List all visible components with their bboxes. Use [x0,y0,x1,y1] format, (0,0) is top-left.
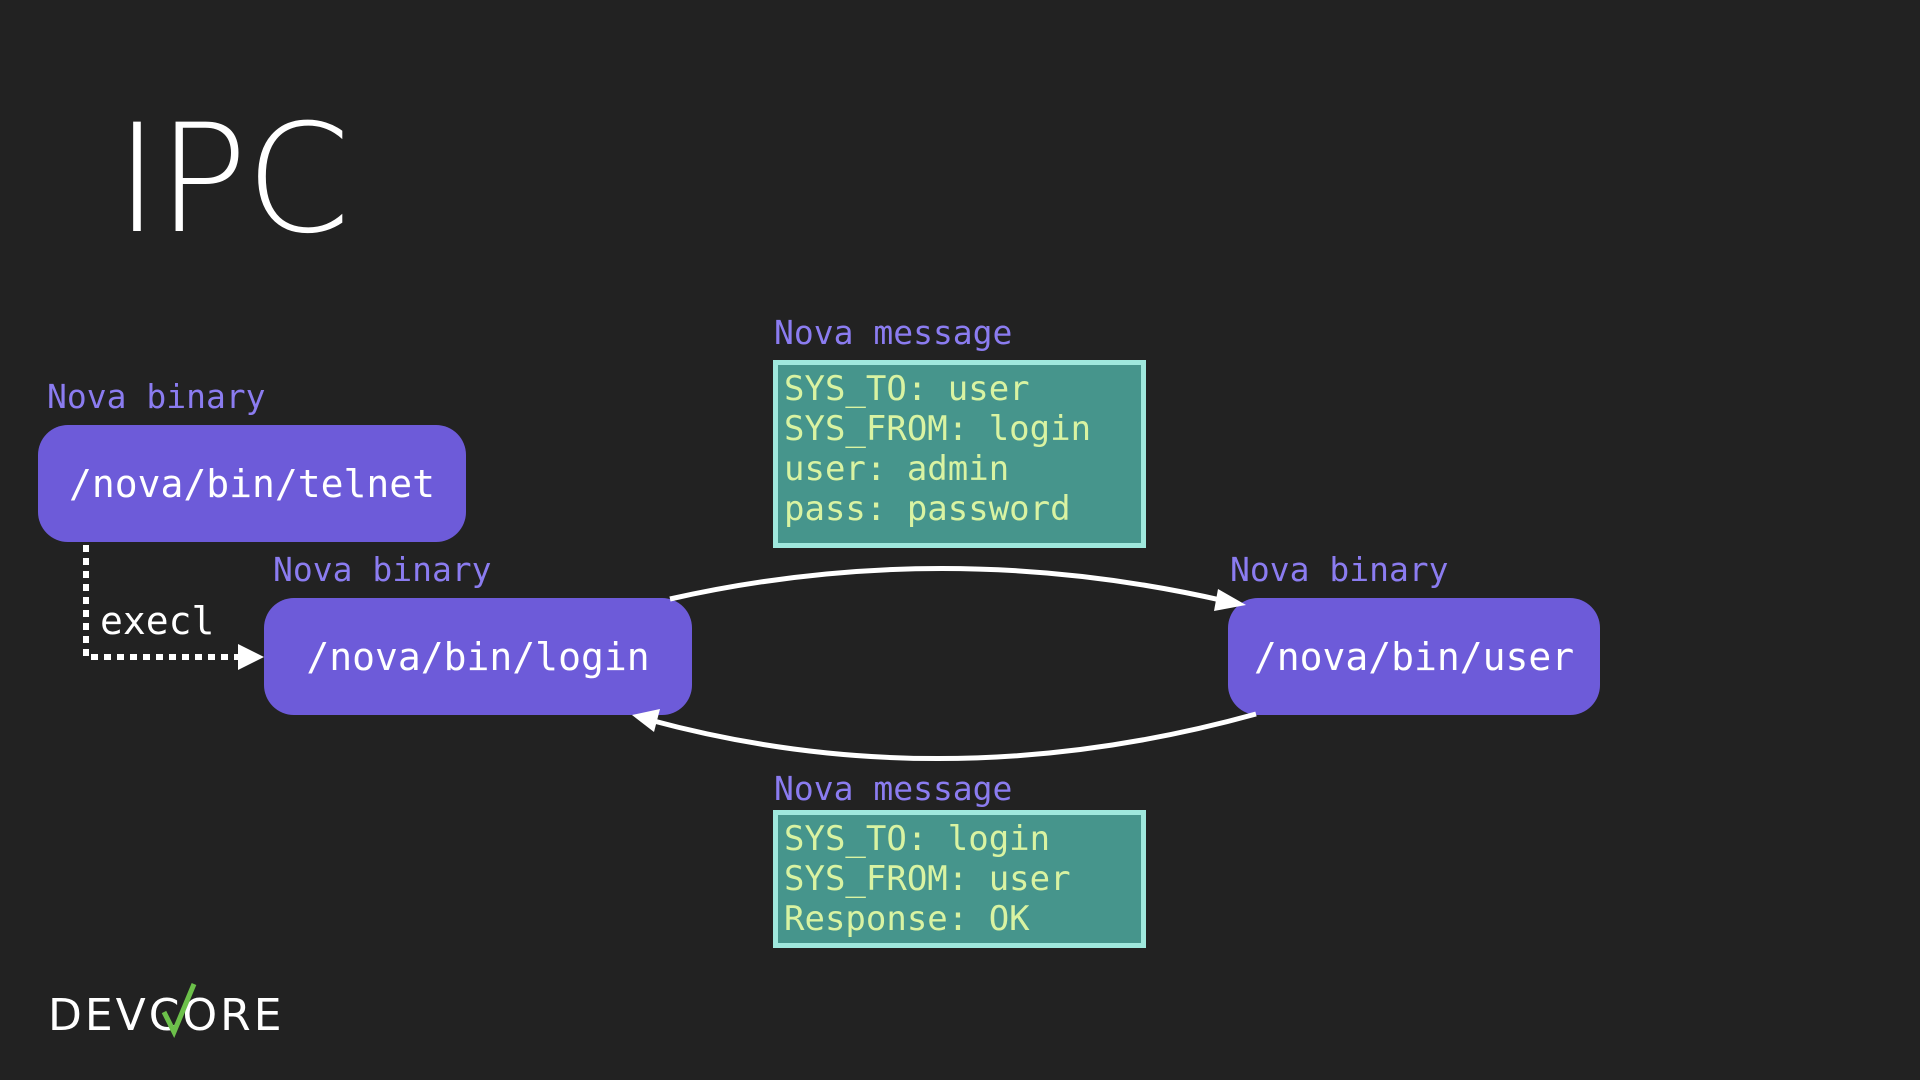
login-node-text: /nova/bin/login [306,634,650,679]
request-line-sys-to: SYS_TO: user [784,369,1030,409]
response-message-label: Nova message [774,769,1013,808]
slide-title: IPC [115,93,350,267]
execl-label: execl [100,599,215,643]
login-to-user-arrow [669,566,1226,604]
login-node-label: Nova binary [273,550,492,589]
user-to-login-arrowhead [632,709,660,732]
execl-arrow [83,545,240,660]
response-line-status: Response: OK [784,899,1030,939]
devcore-logo: DEVCORE [48,983,285,1041]
request-message-box: SYS_TO: user SYS_FROM: login user: admin… [773,360,1146,548]
login-node: /nova/bin/login [264,598,692,715]
request-message-label: Nova message [774,313,1013,352]
request-line-sys-from: SYS_FROM: login [784,409,1092,449]
login-to-user-arrowhead [1214,589,1246,611]
user-node-text: /nova/bin/user [1253,634,1575,679]
logo-check-icon [161,983,197,1039]
telnet-node: /nova/bin/telnet [38,425,466,542]
user-node: /nova/bin/user [1228,598,1600,715]
telnet-node-text: /nova/bin/telnet [68,461,436,506]
execl-arrowhead [238,644,264,670]
response-line-sys-to: SYS_TO: login [784,819,1051,859]
response-message-box: SYS_TO: login SYS_FROM: user Response: O… [773,810,1146,948]
telnet-node-label: Nova binary [47,377,266,416]
response-line-sys-from: SYS_FROM: user [784,859,1071,899]
user-to-login-arrow [649,711,1257,762]
user-node-label: Nova binary [1230,550,1449,589]
request-line-user: user: admin [784,449,1010,489]
request-line-pass: pass: password [784,489,1071,529]
